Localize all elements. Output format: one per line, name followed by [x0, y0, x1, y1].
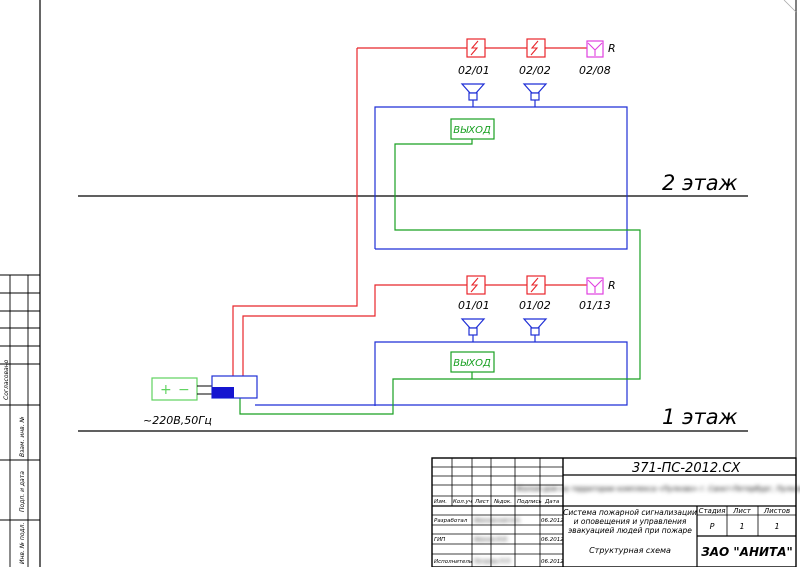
- power-minus-sign: −: [178, 382, 190, 398]
- speaker-f2-1: [460, 83, 486, 101]
- sheet-frame: [39, 0, 797, 567]
- svg-text:ВЫХОД: ВЫХОД: [453, 358, 491, 369]
- control-panel-device: [211, 375, 258, 399]
- system-title-3: эвакуацией людей при пожаре: [568, 526, 692, 535]
- label-01-02: 01/02: [519, 299, 551, 312]
- date-executor: 06.2012: [541, 559, 564, 565]
- manual-call-point-01-13: [586, 277, 604, 295]
- system-title-1: Система пожарной сигнализации: [563, 508, 697, 517]
- company-name: ЗАО "АНИТА": [701, 545, 793, 559]
- speaker-f1-1: [460, 318, 486, 336]
- stage-value: Р: [710, 522, 715, 531]
- stamp-sign-date: Подп. и дата: [19, 471, 26, 512]
- warning-line-wiring: [255, 100, 628, 406]
- th-sign: Подпись: [517, 499, 542, 505]
- stage-header: Стадия: [699, 507, 726, 515]
- sheet-value: 1: [739, 522, 744, 531]
- speaker-f2-2: [522, 83, 548, 101]
- label-02-08: 02/08: [579, 64, 611, 77]
- resistor-mark-f1: R: [608, 279, 616, 292]
- output-relay-wiring: [239, 139, 641, 415]
- stamp-inv-zam: Взам. инв. №: [19, 416, 26, 457]
- role-gip: ГИП: [434, 537, 445, 543]
- sheet-name: Структурная схема: [589, 546, 671, 555]
- resistor-mark-f2: R: [608, 42, 616, 55]
- role-developer: Разработал: [434, 518, 468, 524]
- stamp-inv-orig: Инв. № подл.: [19, 523, 26, 564]
- power-supply: + −: [151, 377, 212, 401]
- label-02-02: 02/02: [519, 64, 551, 77]
- object-name: Жилой дом на территории комплекса «Пулко…: [515, 485, 800, 493]
- th-kol: Кол.уч: [453, 499, 473, 505]
- manual-call-point-02-08: [586, 40, 604, 58]
- stamp-agreed: Согласовано: [3, 359, 10, 400]
- th-izm: Изм.: [434, 499, 447, 505]
- role-executor: Исполнитель: [434, 559, 472, 565]
- fire-alarm-loop-wiring: [232, 47, 587, 376]
- sheet-header: Лист: [732, 507, 752, 515]
- label-02-01: 02/01: [458, 64, 490, 77]
- name-gip: Иванов И.И.: [474, 537, 509, 543]
- title-block-grid: [431, 457, 797, 567]
- date-gip: 06.2012: [541, 537, 564, 543]
- exit-sign-f2: ВЫХОД: [450, 118, 495, 140]
- name-developer: Ивановский А.А.: [474, 518, 521, 524]
- power-plus-sign: +: [160, 382, 172, 398]
- label-01-13: 01/13: [579, 299, 611, 312]
- th-date: Дата: [544, 499, 560, 505]
- th-ndoc: №док.: [493, 499, 512, 505]
- sheets-header: Листов: [763, 507, 790, 515]
- date-developer: 06.2012: [541, 518, 564, 524]
- svg-text:ВЫХОД: ВЫХОД: [453, 125, 491, 136]
- power-label: ~220В,50Гц: [143, 414, 212, 427]
- name-executor: Петрова П.П.: [474, 559, 512, 565]
- floor-1-label: 1 этаж: [662, 405, 738, 429]
- system-title-2: и оповещения и управления: [574, 517, 687, 526]
- exit-sign-f1: ВЫХОД: [450, 351, 495, 373]
- smoke-detector-01-02: [526, 275, 546, 295]
- smoke-detector-02-02: [526, 38, 546, 58]
- side-stamp: [0, 274, 40, 567]
- speaker-f1-2: [522, 318, 548, 336]
- sheets-value: 1: [774, 522, 779, 531]
- smoke-detector-01-01: [466, 275, 486, 295]
- label-01-01: 01/01: [458, 299, 490, 312]
- floor-2-label: 2 этаж: [662, 171, 738, 195]
- smoke-detector-02-01: [466, 38, 486, 58]
- doc-code: 371-ПС-2012.СХ: [632, 461, 741, 476]
- th-list: Лист: [474, 499, 490, 505]
